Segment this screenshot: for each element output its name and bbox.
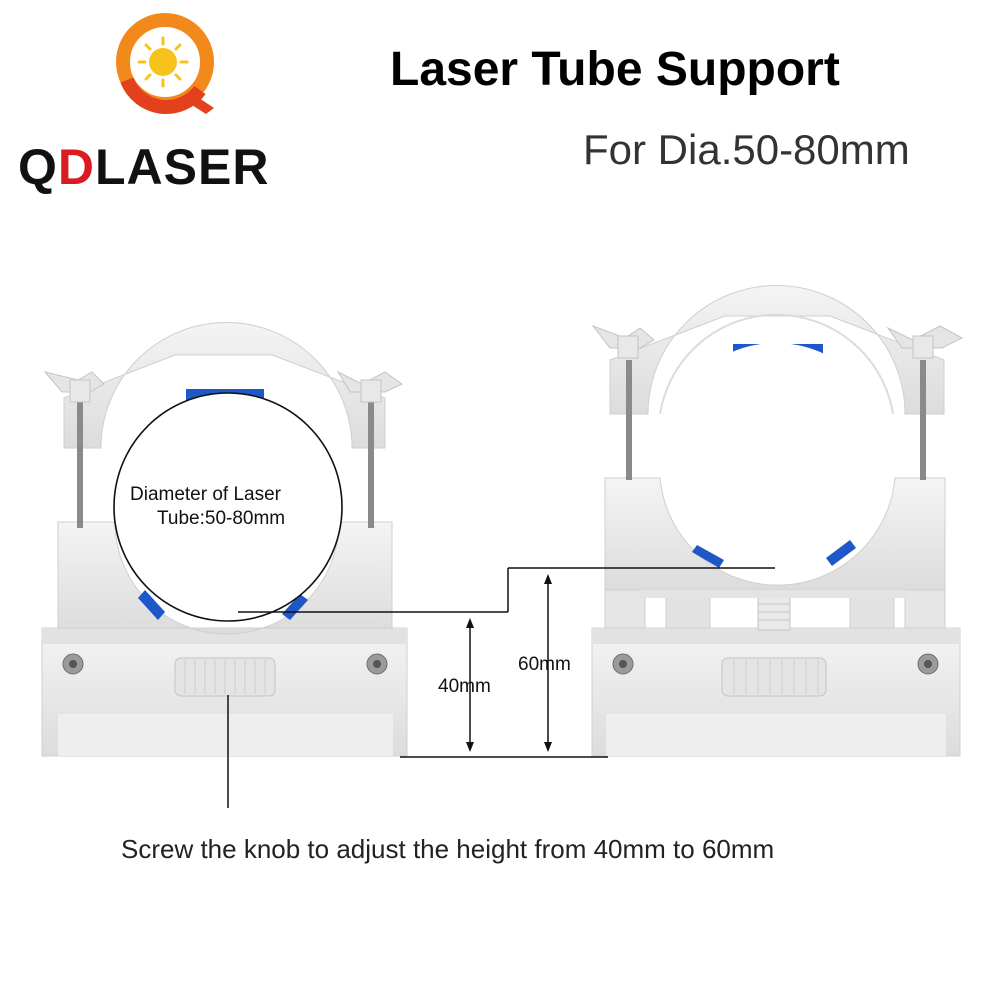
brand-wordmark: QDLASER xyxy=(18,138,269,196)
brand-logo-icon xyxy=(116,13,214,114)
brand-wordmark-accent: D xyxy=(57,139,96,195)
left-support xyxy=(41,322,408,757)
page-title: Laser Tube Support xyxy=(390,43,840,96)
high-height-label: 60mm xyxy=(518,654,571,675)
diameter-label-line2: Tube:50-80mm xyxy=(157,508,286,529)
right-support xyxy=(591,285,964,757)
diameter-label-line1: Diameter of Laser xyxy=(130,484,282,505)
brand-wordmark-prefix: Q xyxy=(18,139,58,195)
brand-wordmark-suffix: LASER xyxy=(95,139,270,195)
low-height-label: 40mm xyxy=(438,676,491,697)
page-subtitle: For Dia.50-80mm xyxy=(583,126,910,173)
knob-caption: Screw the knob to adjust the height from… xyxy=(121,834,775,864)
dimension-lines xyxy=(227,567,775,808)
